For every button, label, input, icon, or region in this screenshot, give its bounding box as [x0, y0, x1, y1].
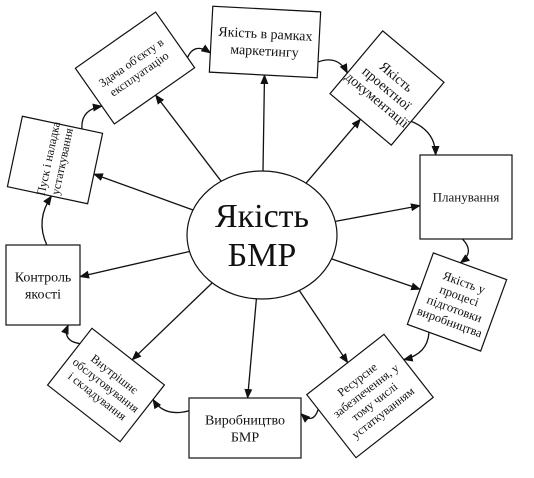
- cycle-arrow-planning: [459, 238, 471, 264]
- stage-label-line: маркетингу: [230, 43, 299, 62]
- stage-box-frame: [46, 327, 166, 443]
- stage-box-frame: [406, 252, 508, 352]
- stage-label-line: БМР: [231, 430, 259, 445]
- spoke-arrow-bmr-production: [244, 298, 258, 399]
- stage-label-line: Планування: [433, 190, 500, 205]
- center-circle: [186, 170, 338, 300]
- cycle-arrow-marketing: [317, 59, 348, 74]
- cycle-arrow-equipment-startup: [81, 103, 103, 129]
- spoke-arrow-planning: [335, 203, 421, 223]
- cycle-arrow-quality-control: [41, 195, 53, 246]
- stage-label-line: Контроль: [15, 270, 72, 285]
- spoke-arrow-project-docs: [305, 118, 362, 184]
- stage-label-line: Якість в рамках: [218, 25, 313, 45]
- stage-label-line: якості: [25, 287, 61, 302]
- stage-box-quality-control: Контроль якості: [5, 244, 81, 326]
- stage-box-frame: [188, 397, 302, 459]
- spoke-arrow-resources: [298, 290, 349, 364]
- cycle-arrow-project-docs: [410, 120, 440, 156]
- cycle-arrow-bmr-production: [152, 398, 190, 414]
- spoke-arrow-equipment-startup: [92, 173, 194, 211]
- stage-box-frame: [329, 30, 445, 146]
- stage-box-frame: [6, 115, 104, 205]
- center-label-line1: Якість: [215, 198, 309, 235]
- spoke-arrow-production-prep: [331, 258, 422, 291]
- spoke-arrow-marketing: [260, 74, 269, 172]
- stage-box-frame: [74, 11, 196, 125]
- stage-box-frame: [305, 333, 435, 459]
- stage-box-frame: [419, 154, 513, 240]
- cycle-arrow-production-prep: [402, 332, 430, 362]
- stage-label-line: Виробництво: [205, 413, 285, 428]
- spoke-arrow-quality-control: [79, 250, 190, 279]
- center-label-line2: БМР: [228, 237, 297, 274]
- cycle-arrow-resources: [300, 409, 319, 423]
- spoke-arrow-handover: [154, 94, 222, 182]
- spoke-arrow-internal-service: [131, 282, 213, 361]
- cycle-arrow-internal-service: [61, 324, 80, 345]
- stage-box-planning: Планування: [419, 154, 513, 240]
- stage-box-frame: [208, 5, 322, 79]
- stage-box-frame: [5, 244, 81, 326]
- cycle-arrow-handover: [186, 44, 212, 58]
